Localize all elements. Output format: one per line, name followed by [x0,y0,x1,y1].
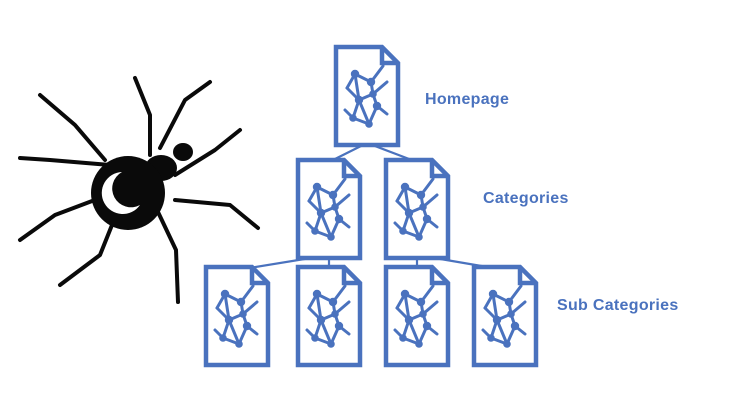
level-label-sub-categories: Sub Categories [557,297,679,314]
level-label-categories: Categories [483,190,569,207]
page-homepage [336,47,398,145]
level-label-homepage: Homepage [425,91,510,108]
spider-icon [18,76,260,304]
page-category-1 [298,160,360,258]
page-category-2 [386,160,448,258]
page-subcategory-3 [386,267,448,365]
page-subcategory-1 [206,267,268,365]
page-subcategory-4 [474,267,536,365]
page-subcategory-2 [298,267,360,365]
tree-connectors [236,141,506,272]
